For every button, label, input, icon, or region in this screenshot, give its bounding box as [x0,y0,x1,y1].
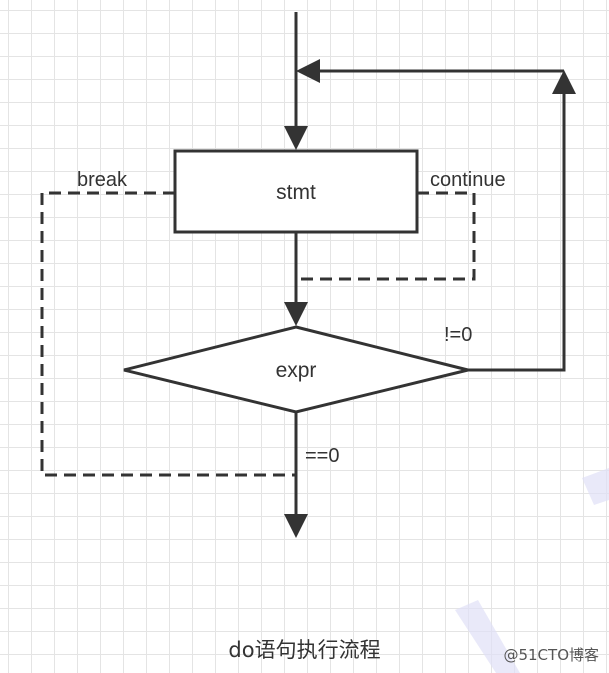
loop-back-arrowhead [296,59,320,83]
entry-arrowhead [284,126,308,150]
watermark-stroke [455,600,520,673]
continue-edge [300,191,476,281]
exit-arrowhead [284,514,308,538]
true-branch-label: !=0 [444,324,472,346]
watermark-stroke [582,468,609,505]
false-branch-label: ==0 [305,445,339,467]
true-branch-edge [468,92,566,372]
stmt-to-expr-arrowhead [284,302,308,326]
diagram-caption: do语句执行流程 [228,638,381,662]
stmt-label: stmt [276,181,316,204]
break-edge [40,191,296,477]
watermark-text: @51CTO博客 [503,646,599,664]
continue-label: continue [430,169,506,191]
true-branch-arrowhead [552,70,576,94]
expr-label: expr [276,359,317,382]
break-label: break [77,169,128,191]
stmt-box [173,149,419,234]
